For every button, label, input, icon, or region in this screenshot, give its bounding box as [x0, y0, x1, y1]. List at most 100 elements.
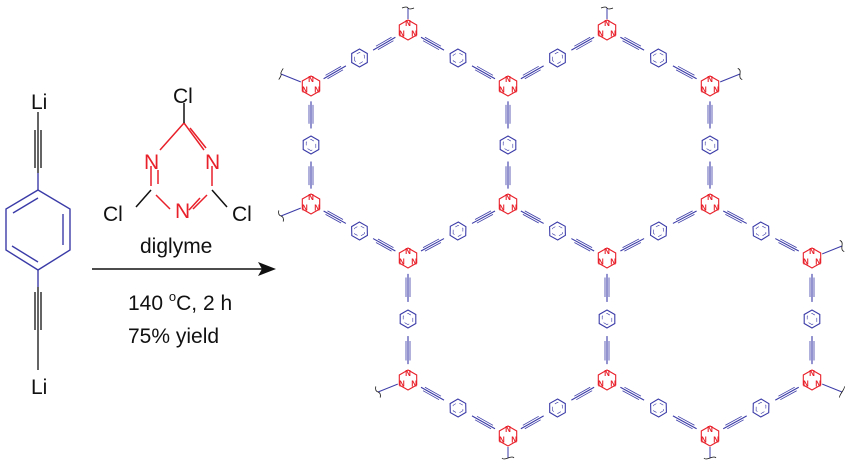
alkyne-bond [576, 390, 593, 401]
alkyne-bond [677, 415, 695, 426]
triazine-n-label: N [405, 369, 411, 378]
alkyne-bond [672, 210, 697, 224]
triazine-backdrop [699, 75, 721, 97]
wavy-terminus [839, 240, 845, 252]
triazine-n-label: N [815, 257, 821, 266]
benzene-inner-ring [755, 402, 767, 414]
alkyne-bond [571, 36, 595, 51]
alkyne-bond [520, 415, 544, 430]
triazine-backdrop [699, 193, 721, 215]
benzene-linker [449, 48, 467, 68]
alkyne-bond [675, 69, 693, 80]
alkyne-bond [323, 65, 347, 80]
triazine-node [802, 369, 822, 391]
alkyne-bond [474, 210, 492, 220]
benzene-linker [449, 221, 467, 241]
alkyne-bond [622, 238, 640, 248]
wavy-terminus [501, 456, 515, 460]
triazine-n-label: N [399, 29, 405, 38]
alkyne-bond [420, 386, 445, 401]
triazine-n-label: N [604, 19, 610, 28]
triazine-n-label: N [411, 257, 417, 266]
cyanuric-chloride [135, 103, 228, 211]
triazine-backdrop [397, 369, 419, 391]
triazine-n-label: N [713, 203, 719, 212]
alkyne-bond [778, 242, 795, 252]
triazine-n-label: N [411, 29, 417, 38]
alkyne-bond [327, 210, 344, 220]
triazine-n-label: N [399, 257, 405, 266]
alkyne-bond [372, 36, 396, 51]
alkyne-bond [424, 36, 442, 47]
alkyne-bond [780, 238, 797, 248]
triazine-n-label: N [604, 247, 610, 256]
triazine-n-label: N [809, 369, 815, 378]
wavy-terminus [278, 68, 284, 80]
wavy-terminus [401, 6, 415, 10]
alkyne-bond [725, 415, 742, 426]
triazine-n-label: N [511, 85, 517, 94]
triazine-n-label: N [314, 203, 320, 212]
dilithio-diethynylbenzene [5, 112, 71, 370]
alkyne-bond [422, 390, 440, 401]
triazine-n-label: N [499, 203, 505, 212]
triazine-backdrop [596, 247, 618, 269]
triazine-n-label: N [701, 435, 707, 444]
alkyne-bond [377, 40, 394, 50]
triazine-backdrop [397, 247, 419, 269]
alkyne-bond [620, 386, 645, 401]
triazine-n-label: N [598, 257, 604, 266]
benzene-ring [5, 189, 71, 271]
triazine-n-label: N [803, 257, 809, 266]
alkyne-bond [474, 419, 492, 430]
triazine-backdrop [497, 425, 519, 447]
li-top-label: Li [31, 91, 48, 114]
triazine-backdrop [497, 193, 519, 215]
covalent-triazine-framework: NNNNNNNNNNNNNNNNNNNNNNNNNNNNNNNNNNNNNNNN… [278, 6, 845, 460]
triazine-n-label: N [511, 203, 517, 212]
triazine-n-label: N [302, 85, 308, 94]
triazine-n-label: N [598, 29, 604, 38]
triazine-n-label: N [405, 247, 411, 256]
wavy-terminus [839, 386, 845, 398]
triazine-node [597, 247, 617, 269]
alkyne-bond [574, 386, 591, 397]
li-bottom-label: Li [31, 376, 48, 399]
alkyne-bond [675, 210, 693, 220]
benzene-linker [351, 221, 368, 241]
alkyne-bond [422, 238, 440, 248]
alkyne-bond [474, 69, 492, 80]
alkyne-bond [780, 390, 797, 401]
benzene-inner-ring [354, 225, 365, 237]
alkyne-bond [522, 65, 539, 76]
alkyne-bond [723, 210, 747, 224]
alkyne-bond [775, 238, 799, 252]
alkyne-bond [375, 242, 392, 252]
triazine-backdrop [596, 19, 618, 41]
alkyne-bond [672, 65, 697, 80]
benzene-inner-ring [552, 225, 563, 237]
alkyne-bond [420, 36, 445, 51]
wavy-terminus [375, 386, 381, 398]
alkyne-bond [424, 242, 442, 252]
triazine-n-label: N [701, 203, 707, 212]
alkyne-bond [675, 419, 693, 430]
alkyne-bond [574, 36, 591, 47]
alkyne-bond [524, 69, 541, 80]
alkyne-bond [624, 242, 642, 252]
triazine-n-label: N [815, 379, 821, 388]
triazine-n-label: N [405, 19, 411, 28]
triazine-n-label: N [803, 379, 809, 388]
temperature-value: 140 [128, 292, 169, 315]
alkyne-bond [323, 210, 347, 224]
triazine-n-label: N [610, 379, 616, 388]
alkyne-bond [624, 36, 642, 47]
wavy-terminus [737, 68, 743, 80]
benzene-linker [752, 398, 770, 418]
triazine-n-label: N [505, 193, 511, 202]
benzene-linker [549, 398, 566, 418]
reaction-arrow [92, 262, 276, 276]
benzene-linker [701, 135, 719, 155]
triazine-node [700, 193, 720, 215]
alkyne-bond [725, 214, 742, 224]
